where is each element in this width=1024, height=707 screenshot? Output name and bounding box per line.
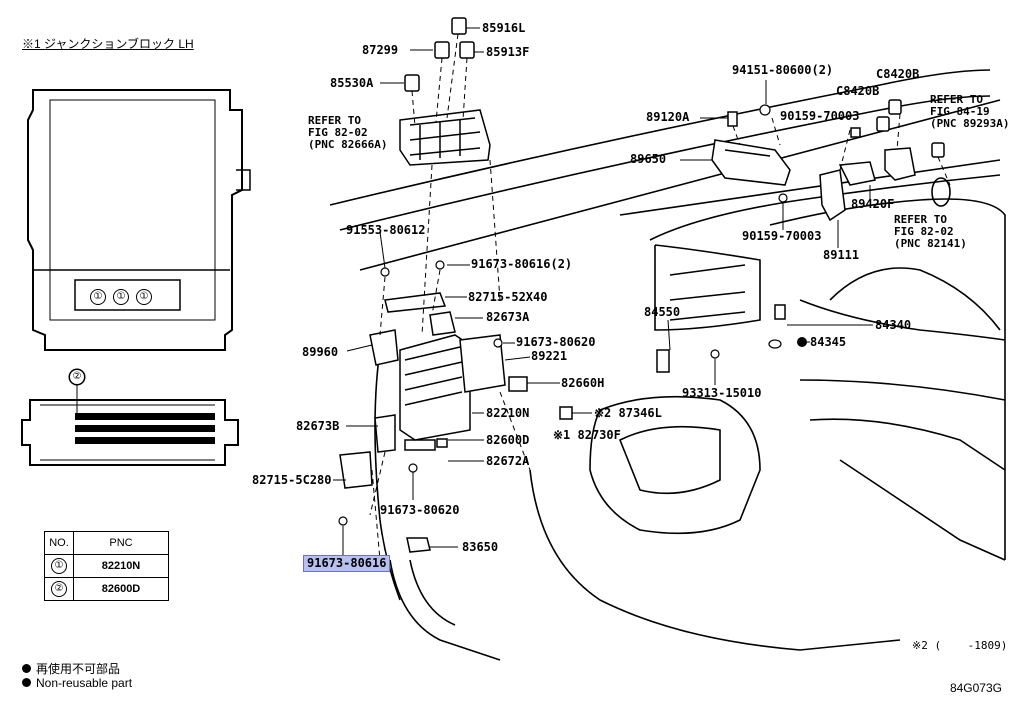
part-label-84340[interactable]: 84340: [875, 318, 912, 332]
leader-lines: [333, 27, 873, 555]
part-label-82715-52X40[interactable]: 82715-52X40: [468, 290, 548, 304]
part-label-82730F[interactable]: ※1 82730F: [553, 428, 621, 442]
part-label-91553[interactable]: 91553-80612: [346, 223, 426, 237]
bullet-icon: [22, 664, 31, 673]
connector-pins: [75, 413, 215, 444]
table-row: ② 82600D: [44, 577, 169, 601]
part-label-82715-5C280[interactable]: 82715-5C280: [252, 473, 332, 487]
junction-block-illustration: [21, 89, 251, 466]
part-label-C8420B[interactable]: C8420B: [836, 84, 880, 98]
part-label-91673-80620-a[interactable]: 91673-80620: [516, 335, 596, 349]
part-label-82673B[interactable]: 82673B: [296, 419, 340, 433]
part-label-89111[interactable]: 89111: [823, 248, 860, 262]
refer-note-82141: REFER TO FIG 82-02 (PNC 82141): [894, 213, 967, 250]
table-row-pnc: 82210N: [73, 554, 169, 578]
detail-callout-1c: ①: [136, 289, 152, 305]
table-header-no: NO.: [44, 531, 74, 555]
part-label-82210N[interactable]: 82210N: [486, 406, 530, 420]
table-row-no: ②: [51, 581, 67, 597]
part-junction-frame: [399, 109, 491, 166]
part-label-91673-80616-highlighted[interactable]: 91673-80616: [303, 555, 391, 572]
legend-en-text: Non-reusable part: [36, 676, 133, 690]
detail-callout-2: ②: [69, 369, 85, 385]
pnc-table: NO. PNC ① 82210N ② 82600D: [44, 531, 169, 601]
part-label-C8420B-top[interactable]: C8420B: [876, 67, 920, 81]
detail-callout-1b: ①: [113, 289, 129, 305]
part-label-82672A[interactable]: 82672A: [486, 454, 530, 468]
refer-note-82666A: REFER TO FIG 82-02 (PNC 82666A): [308, 114, 388, 151]
part-label-87299[interactable]: 87299: [362, 43, 399, 57]
part-label-91673-2[interactable]: 91673-80616(2): [471, 257, 573, 271]
part-ecu-89650: [711, 139, 791, 186]
table-header-pnc: PNC: [73, 531, 169, 555]
part-label-83650[interactable]: 83650: [462, 540, 499, 554]
part-label-93313[interactable]: 93313-15010: [682, 386, 762, 400]
part-label-90159-a[interactable]: 90159-70003: [780, 109, 860, 123]
part-sensors: [404, 111, 916, 553]
part-label-89221[interactable]: 89221: [531, 349, 568, 363]
part-label-91673-80620-b[interactable]: 91673-80620: [380, 503, 460, 517]
legend-en: Non-reusable part: [22, 676, 132, 690]
part-label-85916L[interactable]: 85916L: [482, 21, 526, 35]
part-label-84550[interactable]: 84550: [644, 305, 681, 319]
part-label-89120A[interactable]: 89120A: [646, 110, 690, 124]
footnote: ※2 ( -1809): [912, 639, 1008, 652]
part-label-82600D[interactable]: 82600D: [486, 433, 530, 447]
table-row-no: ①: [51, 558, 67, 574]
diagram-code: 84G073G: [949, 681, 1002, 695]
dashed-lines: [369, 33, 951, 561]
part-label-89420F[interactable]: 89420F: [851, 197, 895, 211]
part-relays: [404, 17, 945, 158]
legend-jp: 再使用不可部品: [22, 660, 120, 677]
part-label-87346L[interactable]: ※2 87346L: [594, 406, 662, 420]
part-label-90159-b[interactable]: 90159-70003: [742, 229, 822, 243]
part-label-85913F[interactable]: 85913F: [486, 45, 530, 59]
legend-jp-text: 再使用不可部品: [36, 662, 121, 676]
part-label-82660H[interactable]: 82660H: [561, 376, 605, 390]
non-reusable-marker: [797, 337, 807, 347]
refer-note-89293A: REFER TO FIG 84-19 (PNC 89293A): [930, 93, 1010, 130]
part-label-89650[interactable]: 89650: [630, 152, 667, 166]
part-label-85530A[interactable]: 85530A: [330, 76, 374, 90]
part-label-84345[interactable]: 84345: [810, 335, 847, 349]
part-label-94151[interactable]: 94151-80600(2): [732, 63, 834, 77]
table-row: ① 82210N: [44, 554, 169, 578]
part-bolts: [338, 104, 788, 526]
part-label-89960[interactable]: 89960: [302, 345, 339, 359]
part-label-82673A[interactable]: 82673A: [486, 310, 530, 324]
bullet-icon: [22, 678, 31, 687]
part-main-ecu: [339, 292, 506, 489]
junction-block-title: ※1 ジャンクションブロック LH: [22, 37, 194, 51]
detail-callout-1a: ①: [90, 289, 106, 305]
table-row-pnc: 82600D: [73, 577, 169, 601]
